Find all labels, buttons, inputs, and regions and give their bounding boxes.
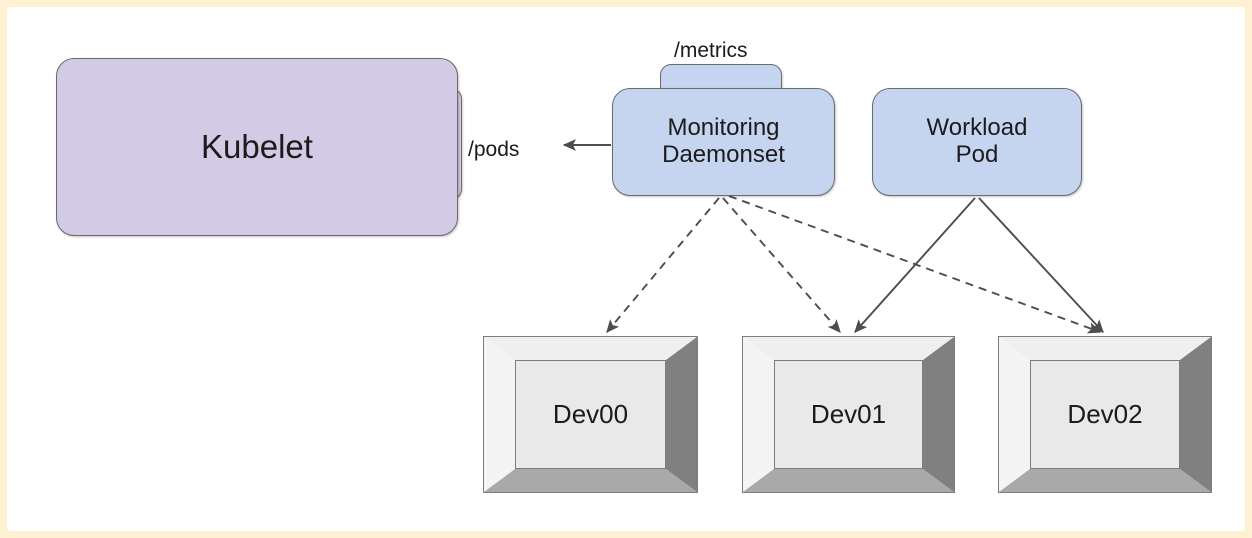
device-face: Dev01 xyxy=(774,360,923,469)
bevel-right-facet xyxy=(923,337,954,492)
metrics-port-tab[interactable] xyxy=(660,64,782,90)
edge-workload-to-dev02 xyxy=(978,197,1104,333)
bevel-top-facet xyxy=(743,337,954,360)
bevel-left-facet xyxy=(484,337,515,492)
metrics-endpoint-label: /metrics xyxy=(674,39,748,62)
monitoring-daemonset-label: Monitoring Daemonset xyxy=(662,114,785,169)
device-face: Dev02 xyxy=(1030,360,1180,469)
edge-workload-to-dev01 xyxy=(854,197,976,333)
bevel-bottom-facet xyxy=(999,469,1211,492)
device-face: Dev00 xyxy=(515,360,666,469)
bevel-bottom-facet xyxy=(484,469,697,492)
workload-pod-label-line1: Workload xyxy=(926,114,1028,142)
device-label: Dev00 xyxy=(552,399,629,429)
device-node-dev02[interactable]: Dev02 xyxy=(998,336,1212,493)
diagram-surface: Kubelet /pods /metrics Monitoring Daemon… xyxy=(7,7,1245,531)
kubelet-node[interactable]: Kubelet xyxy=(56,58,458,236)
edge-monitoring-to-dev02 xyxy=(728,195,1102,334)
device-node-dev01[interactable]: Dev01 xyxy=(742,336,955,493)
monitoring-daemonset-label-line1: Monitoring xyxy=(667,114,780,142)
monitoring-daemonset-node[interactable]: Monitoring Daemonset xyxy=(612,88,835,196)
bevel-top-facet xyxy=(999,337,1211,360)
monitoring-daemonset-label-line2: Daemonset xyxy=(662,141,785,168)
device-label: Dev02 xyxy=(1067,399,1143,429)
edge-monitoring-to-dev00 xyxy=(606,197,720,334)
bevel-left-facet xyxy=(743,337,774,492)
bevel-right-facet xyxy=(666,337,697,492)
bevel-top-facet xyxy=(484,337,697,360)
bevel-bottom-facet xyxy=(743,469,954,492)
bevel-left-facet xyxy=(999,337,1030,492)
kubelet-label: Kubelet xyxy=(201,127,313,165)
workload-pod-node[interactable]: Workload Pod xyxy=(872,88,1082,196)
bevel-right-facet xyxy=(1180,337,1211,492)
edge-monitoring-to-dev01 xyxy=(722,197,841,334)
pods-endpoint-label: /pods xyxy=(468,138,520,161)
device-node-dev00[interactable]: Dev00 xyxy=(483,336,698,493)
device-label: Dev01 xyxy=(810,399,887,429)
workload-pod-label: Workload Pod xyxy=(926,114,1028,169)
workload-pod-label-line2: Pod xyxy=(955,141,999,168)
